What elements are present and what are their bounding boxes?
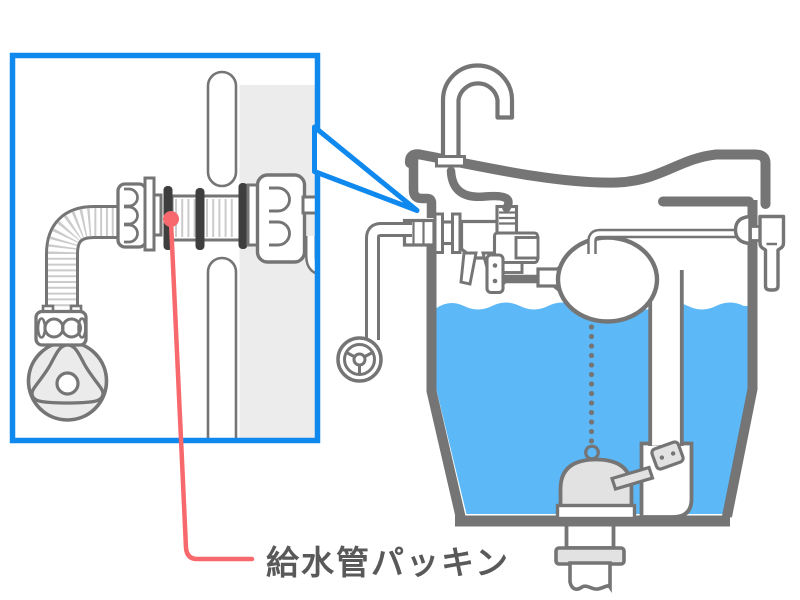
lift-chain <box>588 324 595 444</box>
leader-line <box>168 219 255 562</box>
packing-marker-dot <box>163 211 179 227</box>
flexible-supply-hose <box>45 205 118 312</box>
flapper-valve <box>555 440 685 521</box>
tank-lid <box>404 149 771 209</box>
fill-valve <box>402 204 540 295</box>
tank-wall-left <box>426 243 466 518</box>
valve-bracket <box>485 253 505 295</box>
hand-wash-faucet <box>435 63 515 168</box>
hose-crown-nut <box>116 176 163 252</box>
overflow-pipe <box>650 268 682 445</box>
threaded-pipe <box>170 194 242 242</box>
wall-nut <box>255 173 307 264</box>
stop-valve-handle <box>26 304 109 422</box>
callout-pointer <box>312 124 420 213</box>
wall-pipe-elbow <box>305 236 318 276</box>
lift-rod <box>587 228 736 254</box>
handle-boss <box>733 214 752 246</box>
supply-pipe <box>365 222 412 340</box>
wall-slot <box>206 70 238 188</box>
flush-handle <box>733 214 786 292</box>
float-ball <box>555 235 660 324</box>
tank-body <box>404 149 771 527</box>
flapper-arm-plate <box>650 440 685 471</box>
flapper-seat <box>555 503 637 521</box>
tank-wall-right <box>722 200 758 518</box>
supply-packing <box>238 183 248 249</box>
faucet-base <box>435 155 466 168</box>
wall-slot <box>206 256 238 441</box>
handle-lever <box>758 214 786 292</box>
wall-pipe-stub <box>301 195 318 215</box>
toilet-tank <box>336 63 786 593</box>
packing-label: 給水管パッキン <box>266 543 511 582</box>
supply-packing <box>195 188 205 250</box>
tank-wall-left-upper <box>408 158 437 218</box>
callout-box <box>9 52 321 562</box>
valve-prong <box>459 251 478 286</box>
callout-border <box>9 52 321 444</box>
flapper-arm <box>609 465 655 491</box>
shutoff-wheel <box>336 336 383 383</box>
float-assembly <box>502 235 660 324</box>
refill-hose <box>446 166 513 213</box>
